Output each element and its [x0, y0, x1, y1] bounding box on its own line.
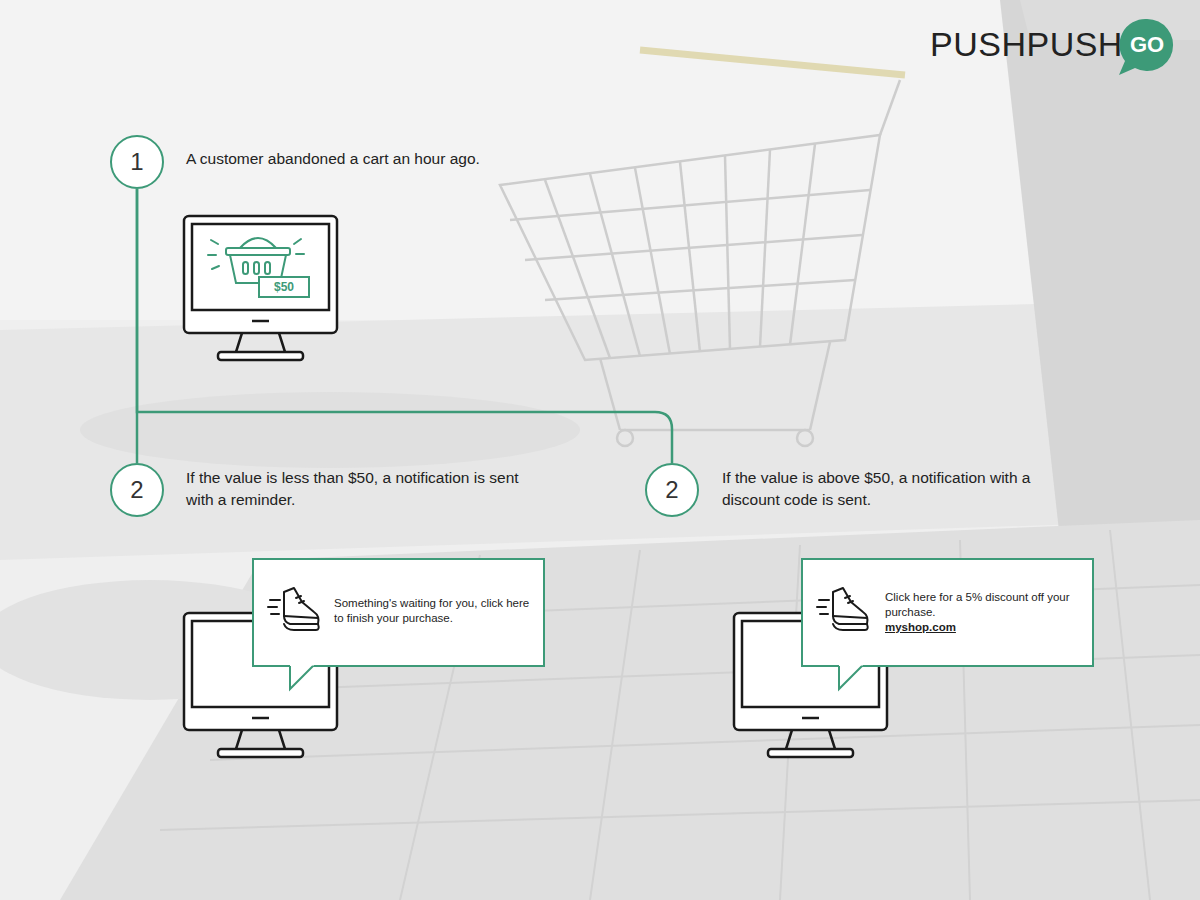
step-circle: 1A customer abandoned a cart an hour ago…	[110, 135, 164, 189]
callout-number: 1	[130, 150, 143, 174]
shoe-icon	[268, 586, 324, 638]
callout-number: 2	[130, 478, 143, 502]
step-circle: 2If the value is above $50, a notificati…	[645, 463, 699, 517]
link-text: myshop.com	[885, 620, 1081, 635]
message-text: Something's waiting for you, click here …	[334, 596, 534, 626]
connector	[137, 189, 672, 463]
callout-tail	[288, 665, 318, 695]
logo-bubble: GO	[1121, 19, 1173, 71]
step-circle: 2If the value is less than $50, a notifi…	[110, 463, 164, 517]
step-text: A customer abandoned a cart an hour ago.	[186, 148, 626, 170]
callout-number: 2	[665, 478, 678, 502]
step-text: If the value is less than $50, a notific…	[186, 467, 531, 511]
notification-box: Something's waiting for you, click here …	[252, 558, 545, 667]
logo-text: GO	[1130, 34, 1164, 56]
logo-wordmark: PUSHPUSH	[930, 27, 1123, 61]
notification-box: Click here for a 5% discount off your pu…	[801, 558, 1094, 667]
price-tag: $50	[258, 276, 310, 298]
price-text: $50	[274, 281, 294, 293]
message-text: Click here for a 5% discount off your pu…	[885, 590, 1081, 620]
shoe-icon	[817, 586, 873, 638]
message-column: Something's waiting for you, click here …	[334, 596, 534, 626]
callout-tail	[837, 665, 867, 695]
step-text: If the value is above $50, a notificatio…	[722, 467, 1040, 511]
message-column: Click here for a 5% discount off your pu…	[885, 590, 1081, 635]
